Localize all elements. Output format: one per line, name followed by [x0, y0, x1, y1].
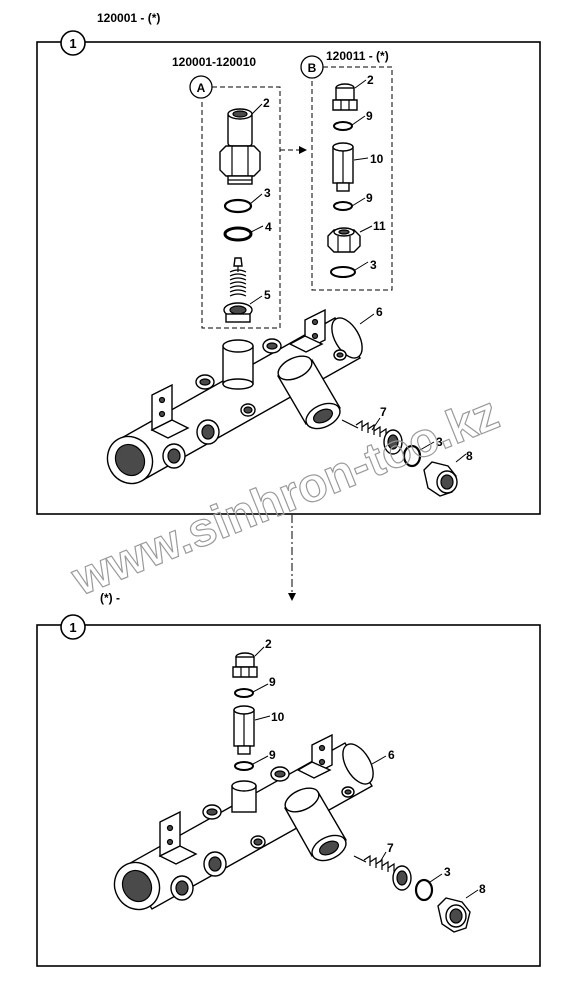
variant-b-range: 120011 - (*) [326, 49, 389, 63]
svg-text:6: 6 [376, 305, 383, 319]
svg-text:9: 9 [269, 675, 276, 689]
variant-b-part-3-oring [330, 266, 356, 278]
bottom-part-2-fitting [232, 652, 258, 678]
bottom-part-8-plug [437, 897, 471, 933]
svg-text:2: 2 [265, 637, 272, 651]
variant-b-part-10-body [332, 142, 354, 192]
top-part-7-spring-valve [341, 419, 403, 455]
svg-text:1: 1 [69, 36, 76, 51]
variant-b-part-9-oring-lower [333, 201, 353, 211]
variant-a-range: 120001-120010 [172, 55, 256, 69]
variant-b-badge: B [300, 55, 324, 79]
bottom-part-9-oring [234, 688, 254, 698]
top-panel-badge: 1 [60, 30, 86, 56]
svg-text:A: A [197, 81, 206, 95]
top-part-8-plug [423, 461, 458, 497]
bottom-callout-labels: 2 9 10 9 6 7 3 8 [252, 637, 486, 899]
variant-a-part-4-washer [223, 226, 253, 242]
svg-text:6: 6 [388, 748, 395, 762]
variant-b-group-outline [311, 66, 393, 291]
variant-a-part-3-oring [223, 198, 253, 214]
svg-text:2: 2 [263, 96, 270, 110]
svg-text:8: 8 [479, 882, 486, 896]
variant-a-badge: A [189, 75, 213, 99]
svg-text:3: 3 [436, 435, 443, 449]
bottom-panel-header: (*) - [100, 591, 120, 605]
svg-text:11: 11 [373, 219, 386, 233]
svg-text:7: 7 [380, 405, 387, 419]
variant-a-part-2-fitting [219, 108, 261, 185]
top-panel-header: 120001 - (*) [97, 11, 160, 25]
svg-text:9: 9 [366, 109, 373, 123]
variant-b-part-9-oring [333, 121, 353, 131]
variant-a-part-5-valve-spring [223, 257, 253, 323]
svg-text:2: 2 [367, 73, 374, 87]
svg-text:3: 3 [264, 186, 271, 200]
svg-text:1: 1 [69, 620, 76, 635]
top-manifold-assembly [106, 308, 363, 485]
bottom-panel-badge: 1 [60, 614, 86, 640]
svg-text:3: 3 [444, 865, 451, 879]
svg-text:9: 9 [269, 748, 276, 762]
top-panel-frame [36, 41, 541, 515]
svg-text:5: 5 [264, 288, 271, 302]
svg-text:10: 10 [271, 710, 285, 724]
bottom-part-7-spring-valve [353, 854, 412, 891]
bottom-part-9-oring-lower [234, 761, 254, 771]
bottom-part-10-body [233, 705, 255, 755]
svg-text:8: 8 [466, 449, 473, 463]
bottom-part-3-oring [414, 878, 434, 902]
variant-b-part-11-nut [327, 227, 361, 253]
top-part-3-oring [402, 444, 422, 468]
svg-text:3: 3 [370, 258, 377, 272]
svg-text:4: 4 [265, 220, 272, 234]
variant-b-part-2-fitting [332, 83, 358, 111]
top-callout-labels: 2 3 4 5 2 9 10 9 11 3 6 7 3 8 [249, 73, 473, 463]
svg-text:B: B [308, 61, 317, 75]
variant-a-group-outline [201, 86, 281, 329]
svg-text:9: 9 [366, 191, 373, 205]
svg-text:7: 7 [387, 841, 394, 855]
bottom-panel-frame [36, 624, 541, 967]
bottom-manifold-assembly [113, 733, 374, 911]
svg-text:10: 10 [370, 152, 384, 166]
